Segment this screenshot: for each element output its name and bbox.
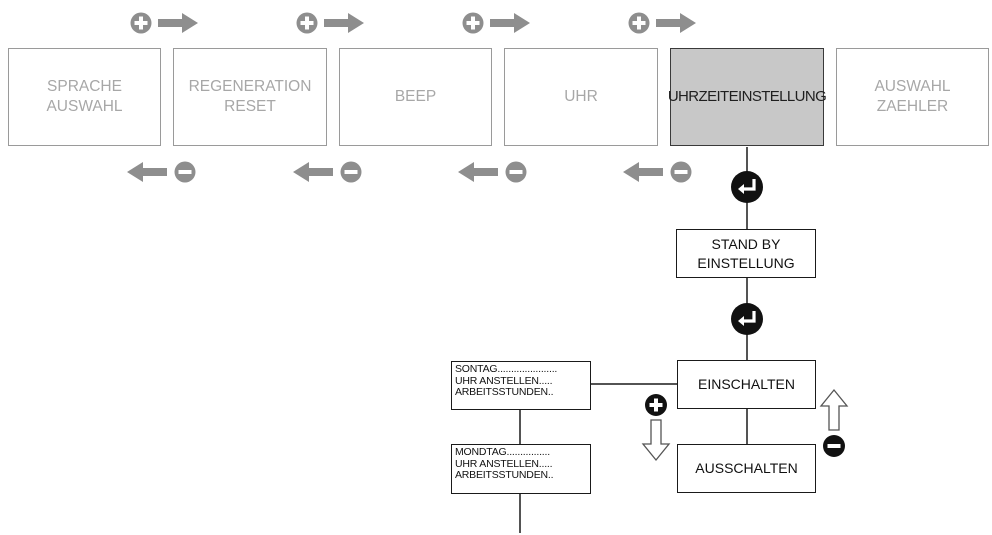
enter-key-icon[interactable] bbox=[730, 302, 764, 336]
menu-item-sprache-auswahl[interactable]: SPRACHE AUSWAHL bbox=[8, 48, 161, 146]
menu-item-label: REGENERATION RESET bbox=[188, 78, 312, 115]
einschalten-label: EINSCHALTEN bbox=[698, 376, 795, 392]
menu-item-label: UHR bbox=[564, 88, 598, 105]
menu-item-label: AUSWAHL ZAEHLER bbox=[874, 78, 951, 115]
prev-minus-arrow[interactable] bbox=[291, 158, 365, 186]
enter-key-icon[interactable] bbox=[730, 170, 764, 204]
next-plus-arrow[interactable] bbox=[294, 9, 368, 37]
arrow-right-icon bbox=[490, 13, 530, 33]
arrow-down-outline-icon bbox=[641, 419, 671, 462]
menu-item-beep[interactable]: BEEP bbox=[339, 48, 492, 146]
standby-einstellung-box[interactable]: STAND BY EINSTELLUNG bbox=[676, 229, 816, 278]
next-plus-arrow[interactable] bbox=[128, 9, 202, 37]
day-line: ARBEITSSTUNDEN.. bbox=[455, 470, 554, 481]
day-box-sontag[interactable]: SONTAG...................... UHR ANSTELL… bbox=[451, 361, 591, 410]
arrow-left-icon bbox=[293, 162, 333, 182]
arrow-left-icon bbox=[458, 162, 498, 182]
menu-item-auswahl-zaehler[interactable]: AUSWAHL ZAEHLER bbox=[836, 48, 989, 146]
arrow-left-icon bbox=[623, 162, 663, 182]
day-line: MONDTAG................ bbox=[455, 447, 550, 458]
menu-item-uhrzeiteinstellung[interactable]: UHRZEITEINSTELLUNG bbox=[667, 48, 827, 146]
day-line: ARBEITSSTUNDEN.. bbox=[455, 387, 554, 398]
einschalten-box[interactable]: EINSCHALTEN bbox=[677, 360, 816, 409]
next-plus-arrow[interactable] bbox=[460, 9, 534, 37]
plus-circle-icon[interactable] bbox=[643, 392, 669, 418]
prev-minus-arrow[interactable] bbox=[456, 158, 530, 186]
arrow-left-icon bbox=[127, 162, 167, 182]
prev-minus-arrow[interactable] bbox=[621, 158, 695, 186]
arrow-right-icon bbox=[324, 13, 364, 33]
menu-item-uhr[interactable]: UHR bbox=[504, 48, 658, 146]
arrow-up-outline-icon bbox=[819, 388, 849, 431]
day-box-mondtag[interactable]: MONDTAG................ UHR ANSTELLEN...… bbox=[451, 444, 591, 494]
menu-item-label: UHRZEITEINSTELLUNG bbox=[667, 88, 827, 105]
arrow-right-icon bbox=[158, 13, 198, 33]
day-line: UHR ANSTELLEN..... bbox=[455, 375, 553, 387]
standby-label: STAND BY EINSTELLUNG bbox=[697, 235, 795, 271]
ausschalten-box[interactable]: AUSSCHALTEN bbox=[677, 444, 816, 493]
ausschalten-label: AUSSCHALTEN bbox=[695, 460, 798, 476]
menu-item-label: SPRACHE AUSWAHL bbox=[46, 78, 123, 115]
next-plus-arrow[interactable] bbox=[626, 9, 700, 37]
arrow-right-icon bbox=[656, 13, 696, 33]
day-line: UHR ANSTELLEN..... bbox=[455, 458, 553, 470]
day-line: SONTAG...................... bbox=[455, 364, 558, 375]
menu-item-label: BEEP bbox=[394, 88, 437, 105]
prev-minus-arrow[interactable] bbox=[125, 158, 199, 186]
minus-circle-icon[interactable] bbox=[821, 433, 847, 459]
menu-item-regeneration-reset[interactable]: REGENERATION RESET bbox=[173, 48, 327, 146]
